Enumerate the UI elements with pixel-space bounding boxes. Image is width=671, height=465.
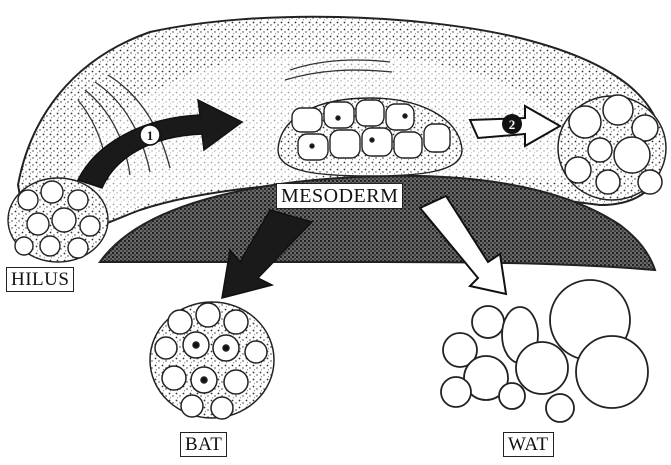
marker-1-label: 1 xyxy=(147,128,154,143)
wat-cell-cluster xyxy=(441,280,648,422)
hilus-cell-cluster xyxy=(8,178,108,262)
hilus-label: HILUS xyxy=(6,267,74,292)
marker-2-label: 2 xyxy=(509,117,516,132)
bat-cell-cluster xyxy=(150,302,274,419)
wat-label: WAT xyxy=(503,432,554,457)
bat-label: BAT xyxy=(180,432,227,457)
mesoderm-label: MESODERM xyxy=(276,183,403,209)
upper-right-cell-cluster xyxy=(558,95,666,200)
